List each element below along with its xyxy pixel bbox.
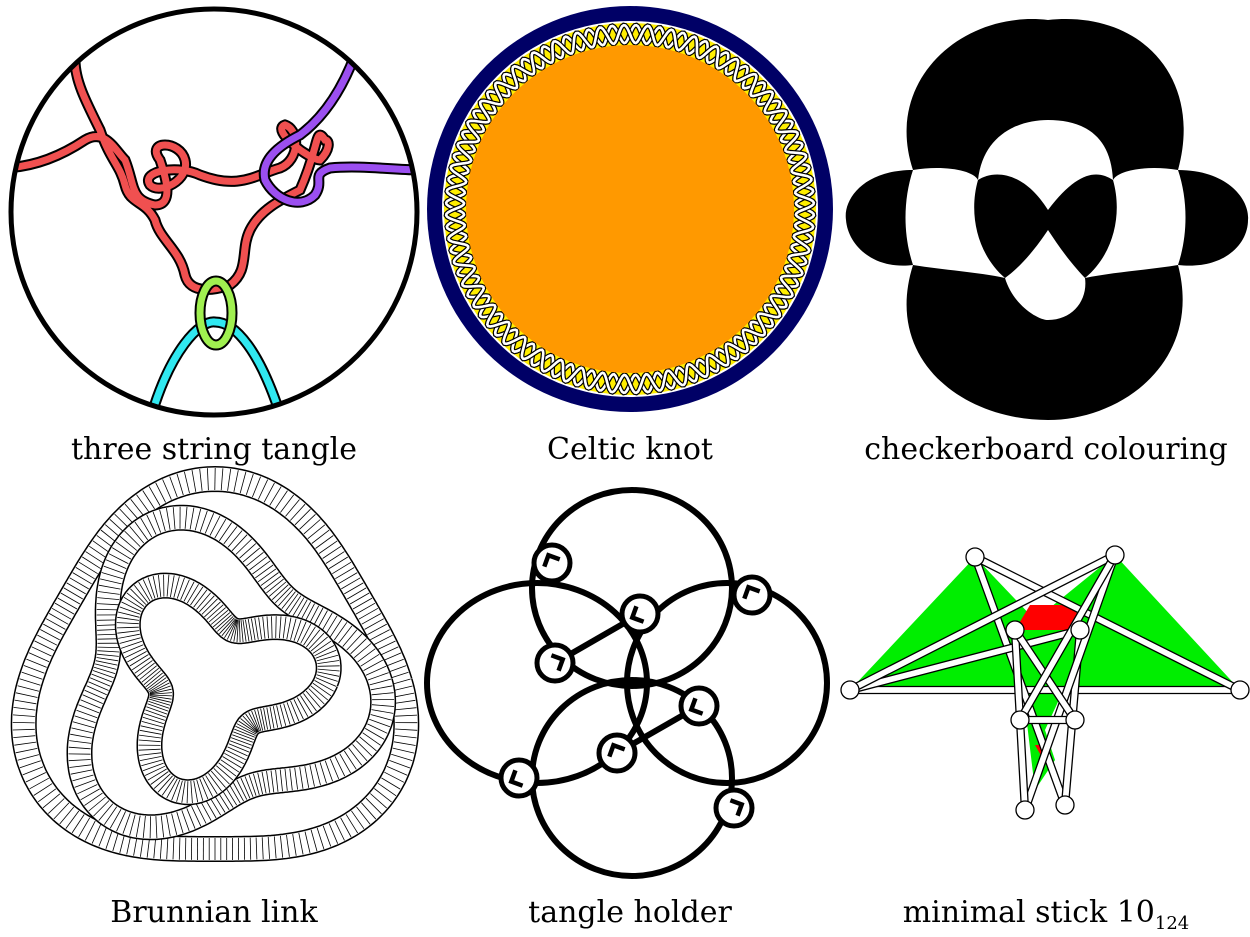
stick-vertex <box>841 681 859 699</box>
stick-vertex <box>1066 711 1084 729</box>
holder-crossing-node <box>716 790 752 826</box>
brunnian-link-diagram <box>5 477 425 897</box>
caption-minimal-stick: minimal stick 10124 <box>846 895 1246 934</box>
stick-vertex <box>1231 681 1249 699</box>
tangle-boundary-circle <box>11 9 417 415</box>
caption-celtic-knot: Celtic knot <box>430 432 830 467</box>
caption-checkerboard-colouring: checkerboard colouring <box>846 432 1246 467</box>
stick-edge <box>850 687 1240 694</box>
celtic-fill <box>466 45 794 373</box>
celtic-knot-diagram <box>425 4 835 414</box>
checkerboard-colouring-diagram <box>843 20 1250 420</box>
holder-crossing-node <box>534 545 570 581</box>
checker-left-lobe <box>846 170 913 266</box>
stick-vertex <box>1011 711 1029 729</box>
stick-vertex <box>1016 801 1034 819</box>
holder-crossing-node <box>622 596 658 632</box>
stick-vertex <box>1106 546 1124 564</box>
caption-brunnian-link: Brunnian link <box>14 895 414 930</box>
checker-right-lobe <box>1178 170 1248 266</box>
holder-crossing-node <box>537 645 573 681</box>
stick-vertex <box>1071 621 1089 639</box>
holder-crossing-node <box>501 760 537 796</box>
stick-vertex <box>966 548 984 566</box>
holder-crossing-node <box>681 688 717 724</box>
tangle-holder-diagram <box>427 488 837 888</box>
caption-tangle-holder: tangle holder <box>430 895 830 930</box>
holder-crossing-node <box>599 735 635 771</box>
minimal-stick-diagram <box>840 545 1250 845</box>
stick-vertex <box>1006 621 1024 639</box>
three-string-tangle-diagram <box>0 0 420 420</box>
caption-three-string-tangle: three string tangle <box>14 432 414 467</box>
stick-vertex <box>1056 796 1074 814</box>
holder-crossing-node <box>734 577 770 613</box>
